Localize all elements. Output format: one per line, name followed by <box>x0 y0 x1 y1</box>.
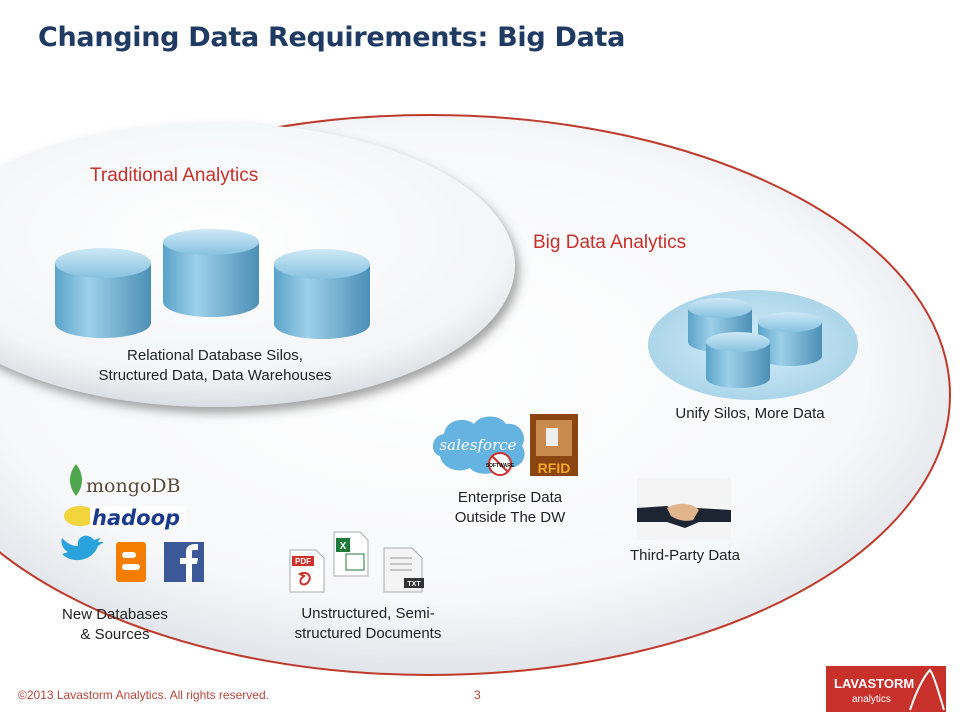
svg-text:hadoop: hadoop <box>92 506 180 530</box>
svg-text:salesforce: salesforce <box>439 436 516 454</box>
svg-text:X: X <box>340 541 347 552</box>
svg-text:PDF: PDF <box>295 557 311 566</box>
unify-caption: Unify Silos, More Data <box>675 405 825 422</box>
svg-text:mongoDB: mongoDB <box>86 475 181 497</box>
traditional-caption: Relational Database Silos, Structured Da… <box>98 347 332 384</box>
page-title: Changing Data Requirements: Big Data <box>38 22 626 53</box>
relational-database-cylinders <box>55 229 370 339</box>
svg-text:TXT: TXT <box>407 581 421 588</box>
traditional-analytics-heading: Traditional Analytics <box>90 165 259 186</box>
database-cylinder-icon <box>55 248 151 338</box>
new-sources-logos: mongoDB hadoop <box>61 464 204 582</box>
enterprise-data-icons: salesforce SOFTWARE RFID <box>432 414 578 476</box>
excel-icon: X <box>333 531 369 577</box>
svg-text:LAVASTORM: LAVASTORM <box>834 676 914 691</box>
copyright-text: ©2013 Lavastorm Analytics. All rights re… <box>18 688 269 702</box>
database-cylinder-icon <box>163 229 259 317</box>
svg-text:SOFTWARE: SOFTWARE <box>486 463 515 469</box>
lavastorm-logo: LAVASTORM analytics <box>826 666 946 712</box>
hadoop-logo: hadoop <box>64 506 186 530</box>
database-cylinder-icon <box>706 332 770 388</box>
no-software-badge: SOFTWARE <box>486 452 515 476</box>
svg-text:RFID: RFID <box>538 460 571 476</box>
pdf-icon: PDF <box>289 549 325 593</box>
txt-icon: TXT <box>383 547 424 593</box>
third-party-caption: Third-Party Data <box>629 547 741 564</box>
big-data-analytics-heading: Big Data Analytics <box>533 232 687 253</box>
database-cylinder-icon <box>758 312 822 366</box>
rfid-icon: RFID <box>530 414 578 476</box>
handshake-icon <box>637 478 731 540</box>
blogger-icon <box>116 542 146 582</box>
documents-caption: Unstructured, Semi- structured Documents <box>294 605 442 642</box>
mongodb-logo: mongoDB <box>70 464 181 497</box>
enterprise-caption: Enterprise Data Outside The DW <box>454 489 566 526</box>
new-sources-caption: New Databases & Sources <box>62 606 168 643</box>
twitter-icon <box>61 535 104 561</box>
page-number: 3 <box>474 688 481 702</box>
document-icons: PDF X TXT <box>289 531 424 593</box>
unified-database-cylinders <box>688 298 822 388</box>
svg-text:analytics: analytics <box>852 694 891 705</box>
database-cylinder-icon <box>274 249 370 339</box>
facebook-icon <box>164 542 204 582</box>
